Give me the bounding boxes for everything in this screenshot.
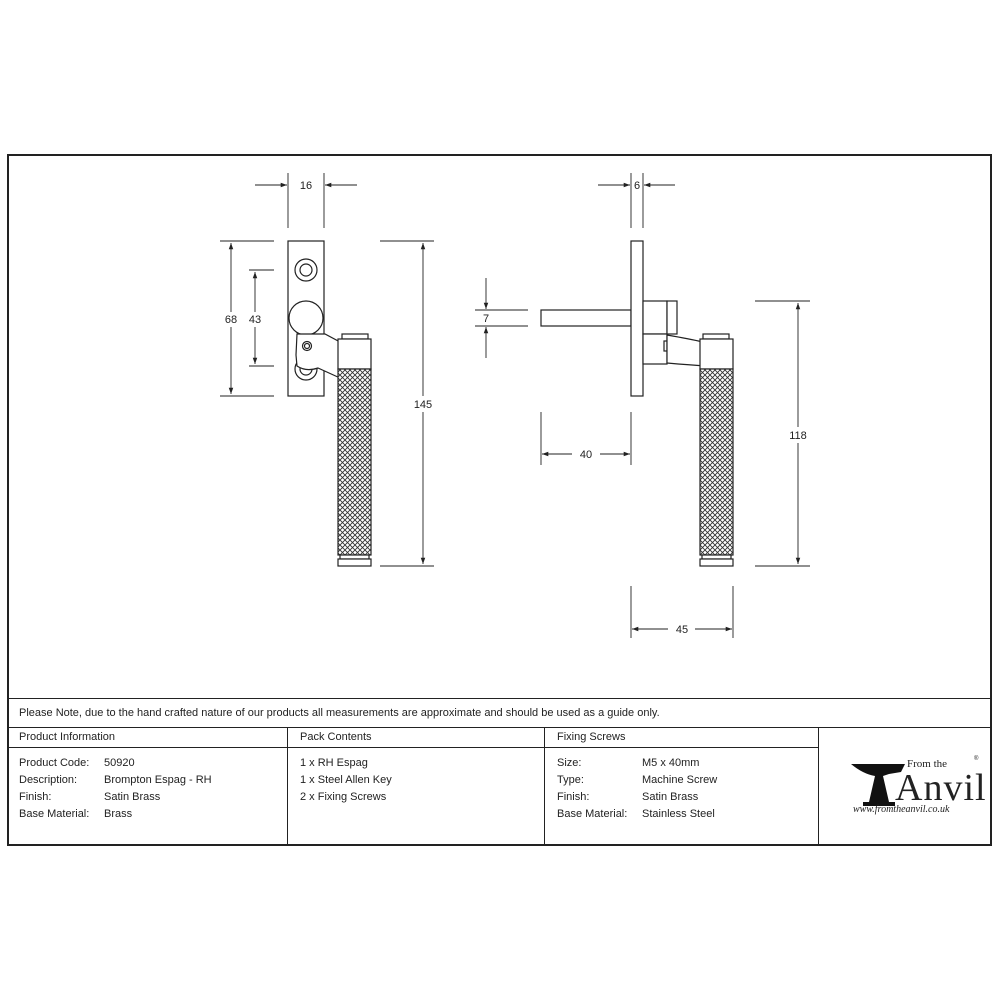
finish-row: Finish: Satin Brass — [19, 788, 287, 805]
pack-contents-panel: Pack Contents 1 x RH Espag 1 x Steel All… — [288, 728, 545, 846]
product-information-panel: Product Information Product Code: 50920 D… — [7, 728, 288, 846]
value: 50920 — [104, 756, 135, 769]
logo-from-the: From the — [907, 758, 948, 770]
label: Description: — [19, 773, 78, 786]
dim-width: 16 — [300, 180, 312, 192]
disclaimer-note: Please Note, due to the hand crafted nat… — [7, 698, 992, 728]
dim-backplate-height: 68 — [225, 314, 237, 326]
label: Type: — [557, 773, 584, 786]
base-material-row: Base Material: Brass — [19, 805, 287, 822]
dim-overall-height: 145 — [414, 399, 432, 411]
dim-backplate-depth: 6 — [634, 180, 640, 192]
front-dimensions — [220, 173, 434, 567]
front-view — [287, 240, 372, 567]
product-information-heading: Product Information — [7, 728, 287, 748]
value: M5 x 40mm — [642, 756, 700, 769]
label: Base Material: — [19, 807, 90, 820]
label: Finish: — [19, 790, 52, 803]
side-dimensions — [475, 173, 810, 638]
dim-spindle-length: 40 — [580, 449, 592, 461]
pack-item: 2 x Fixing Screws — [300, 790, 387, 803]
value: Brompton Espag - RH — [104, 773, 212, 786]
fixing-screws-panel: Fixing Screws Size: M5 x 40mm Type: Machin… — [545, 728, 819, 846]
product-code-row: Product Code: 50920 — [19, 754, 287, 771]
label: Product Code: — [19, 756, 90, 769]
dim-spindle-size: 7 — [483, 313, 489, 325]
value: Stainless Steel — [642, 807, 715, 820]
pack-item: 1 x Steel Allen Key — [300, 773, 392, 786]
registered-mark: ® — [974, 756, 979, 762]
screw-type-row: Type: Machine Screw — [557, 771, 818, 788]
dim-screw-centres: 43 — [249, 314, 261, 326]
value: Satin Brass — [642, 790, 699, 803]
label: Base Material: — [557, 807, 628, 820]
pack-contents-heading: Pack Contents — [288, 728, 544, 748]
value: Satin Brass — [104, 790, 161, 803]
fixing-screws-heading: Fixing Screws — [545, 728, 818, 748]
drawing-sheet — [7, 154, 992, 846]
label: Finish: — [557, 790, 590, 803]
value: Brass — [104, 807, 133, 820]
brand-logo: From the Anvil ® www.fromtheanvil.co.uk — [849, 752, 986, 822]
side-view — [540, 240, 734, 567]
value: Machine Screw — [642, 773, 718, 786]
pack-item: 1 x RH Espag — [300, 756, 368, 769]
label: Size: — [557, 756, 582, 769]
dim-handle-length: 118 — [789, 430, 807, 442]
logo-url: www.fromtheanvil.co.uk — [853, 804, 950, 815]
screw-finish-row: Finish: Satin Brass — [557, 788, 818, 805]
technical-drawing: 16 68 43 145 — [220, 173, 810, 638]
anvil-icon — [851, 764, 905, 806]
screw-material-row: Base Material: Stainless Steel — [557, 805, 818, 822]
logo-brand: Anvil — [895, 767, 987, 809]
screw-size-row: Size: M5 x 40mm — [557, 754, 818, 771]
description-row: Description: Brompton Espag - RH — [19, 771, 287, 788]
logo-panel: From the Anvil ® www.fromtheanvil.co.uk — [819, 728, 992, 846]
dim-projection: 45 — [676, 624, 688, 636]
